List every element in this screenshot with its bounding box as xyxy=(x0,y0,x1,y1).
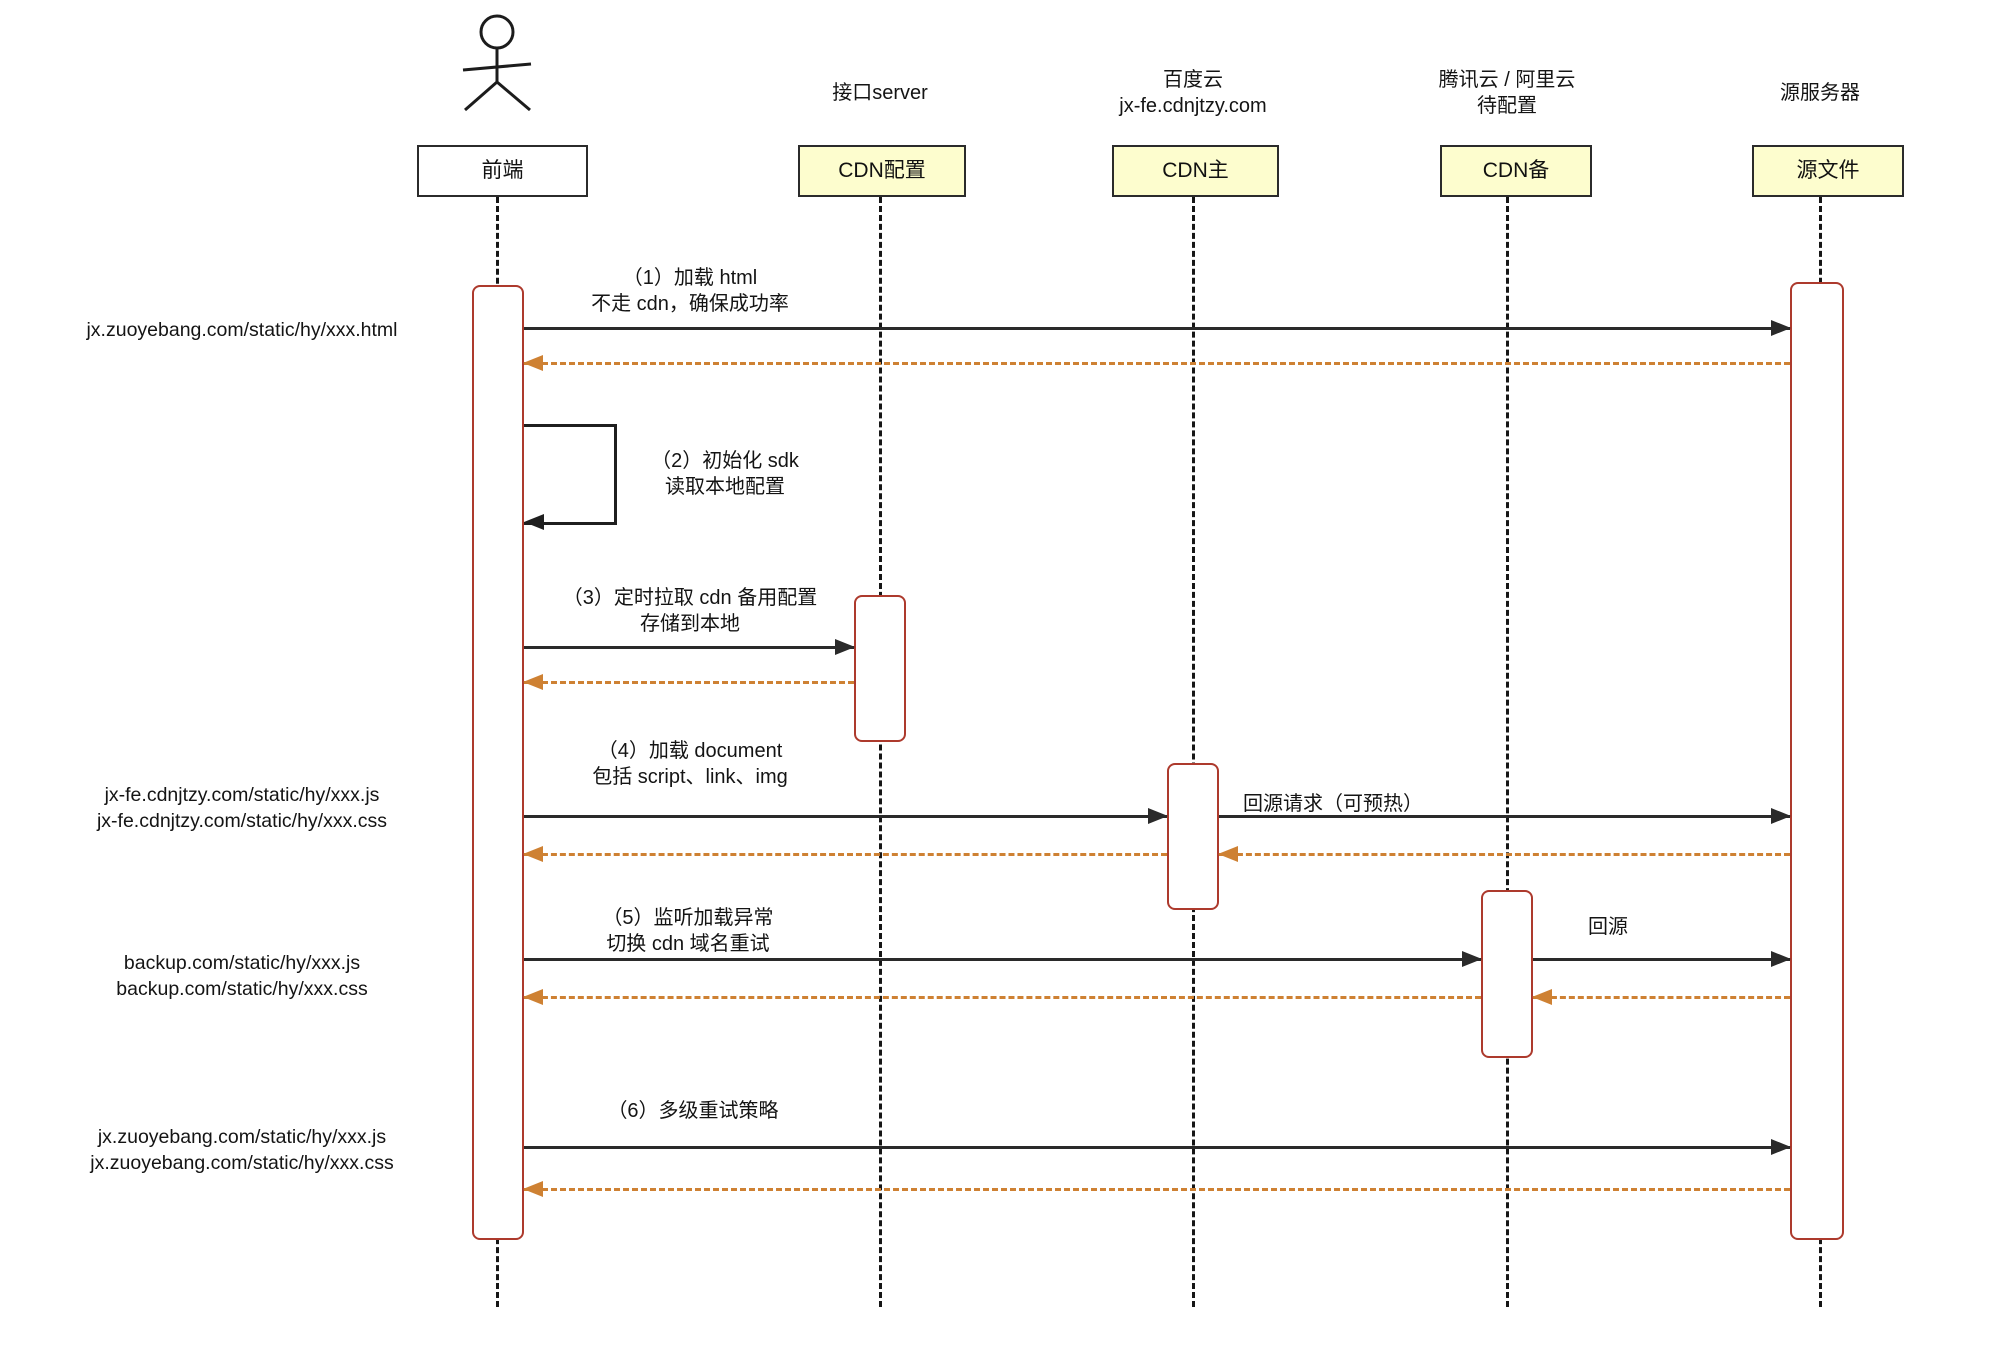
actor-icon xyxy=(462,14,532,112)
url-line: jx.zuoyebang.com/static/hy/xxx.css xyxy=(90,1152,394,1174)
message-5-label-line2: 切换 cdn 域名重试 xyxy=(606,933,770,955)
message-1-url-label: jx.zuoyebang.com/static/hy/xxx.html xyxy=(18,317,466,343)
message-5-label: （5）监听加载异常 切换 cdn 域名重试 xyxy=(478,905,898,957)
message-4-label-line2: 包括 script、link、img xyxy=(592,766,788,788)
message-1-label-line1: （1）加载 html xyxy=(622,267,758,289)
participant-header-line: 腾讯云 / 阿里云 xyxy=(1438,69,1576,91)
url-line: jx-fe.cdnjtzy.com/static/hy/xxx.css xyxy=(96,810,388,832)
message-6-label-line1: （6）多级重试策略 xyxy=(607,1100,779,1122)
lifeline-cdn-backup xyxy=(1506,197,1509,1307)
message-6-label: （6）多级重试策略 xyxy=(483,1098,903,1124)
url-line: jx.zuoyebang.com/static/hy/xxx.js xyxy=(97,1126,387,1148)
participant-box-cdn-backup: CDN备 xyxy=(1440,145,1592,197)
message-2-self-arrow xyxy=(524,424,617,525)
participant-header-line: 接口server xyxy=(832,82,928,104)
message-4-origin-note: 回源请求（可预热） xyxy=(1243,793,1423,815)
lifeline-cdn-main xyxy=(1192,197,1195,1307)
activation-frontend xyxy=(472,285,524,1240)
message-1-label-line2: 不走 cdn，确保成功率 xyxy=(591,293,789,315)
url-line: jx-fe.cdnjtzy.com/static/hy/xxx.js xyxy=(104,784,380,806)
message-5-origin-note: 回源 xyxy=(1588,916,1628,938)
participant-box-cdn-main: CDN主 xyxy=(1112,145,1279,197)
activation-cdn-config xyxy=(854,595,906,742)
message-4-url-label: jx-fe.cdnjtzy.com/static/hy/xxx.js jx-fe… xyxy=(18,782,466,834)
url-line: backup.com/static/hy/xxx.js xyxy=(123,952,361,974)
message-2-self-arrowhead xyxy=(524,514,544,530)
message-2-label-line1: （2）初始化 sdk xyxy=(651,450,799,472)
participant-header-tencent-ali-cloud: 腾讯云 / 阿里云 待配置 xyxy=(1347,58,1667,128)
message-6-url-label: jx.zuoyebang.com/static/hy/xxx.js jx.zuo… xyxy=(18,1124,466,1176)
message-2-label-line2: 读取本地配置 xyxy=(665,476,785,498)
participant-box-cdn-config: CDN配置 xyxy=(798,145,966,197)
lifeline-cdn-config xyxy=(879,197,882,1307)
participant-box-frontend: 前端 xyxy=(417,145,588,197)
message-1-label: （1）加载 html 不走 cdn，确保成功率 xyxy=(480,265,900,317)
message-4-label: （4）加载 document 包括 script、link、img xyxy=(480,738,900,790)
url-line: jx.zuoyebang.com/static/hy/xxx.html xyxy=(86,319,398,341)
participant-header-line: 源服务器 xyxy=(1780,82,1860,104)
message-3-label: （3）定时拉取 cdn 备用配置 存储到本地 xyxy=(480,585,900,637)
activation-cdn-main xyxy=(1167,763,1219,910)
participant-header-line: 百度云 xyxy=(1163,69,1223,91)
participant-header-baidu-cloud: 百度云 jx-fe.cdnjtzy.com xyxy=(1033,58,1353,128)
message-2-label: （2）初始化 sdk 读取本地配置 xyxy=(615,448,835,500)
activation-cdn-backup xyxy=(1481,890,1533,1058)
message-5-url-label: backup.com/static/hy/xxx.js backup.com/s… xyxy=(18,950,466,1002)
message-3-label-line2: 存储到本地 xyxy=(640,613,740,635)
participant-header-line: jx-fe.cdnjtzy.com xyxy=(1119,95,1267,117)
participant-header-origin-server: 源服务器 xyxy=(1660,58,1980,128)
message-5-label-line1: （5）监听加载异常 xyxy=(602,907,774,929)
participant-header-api-server: 接口server xyxy=(720,58,1040,128)
message-3-label-line1: （3）定时拉取 cdn 备用配置 xyxy=(562,587,818,609)
activation-origin xyxy=(1790,282,1844,1240)
participant-box-origin: 源文件 xyxy=(1752,145,1904,197)
url-line: backup.com/static/hy/xxx.css xyxy=(116,978,368,1000)
participant-header-line: 待配置 xyxy=(1477,95,1537,117)
message-4-label-line1: （4）加载 document xyxy=(597,740,783,762)
